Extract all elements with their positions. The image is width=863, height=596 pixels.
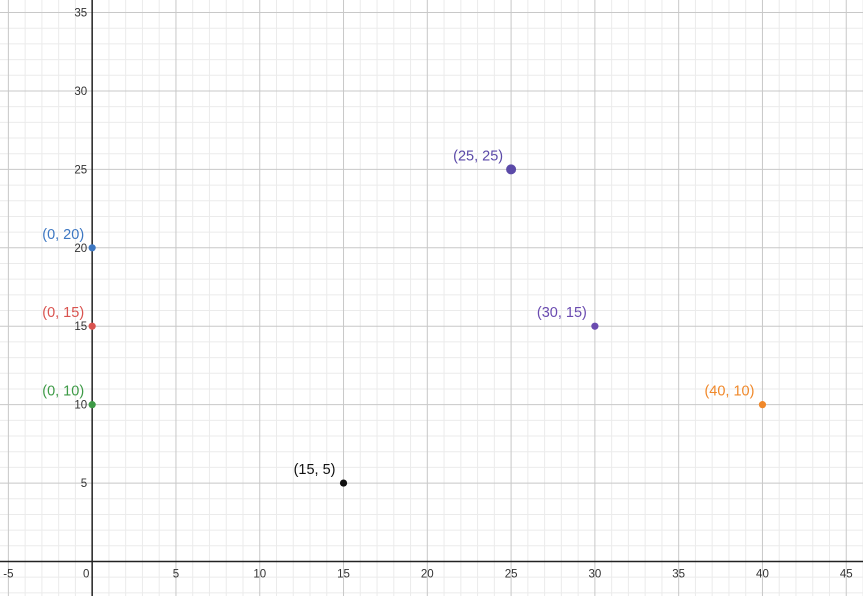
data-point-label: (25, 25)	[453, 148, 503, 164]
data-point-label: (15, 5)	[294, 462, 336, 478]
y-tick-label: 35	[74, 8, 87, 20]
x-tick-label: 40	[756, 568, 769, 580]
data-point[interactable]	[88, 322, 96, 330]
data-point-label: (0, 15)	[42, 305, 84, 321]
x-tick-label: 20	[421, 568, 434, 580]
y-tick-label: 15	[74, 321, 87, 333]
y-tick-label: 10	[74, 400, 87, 412]
data-point[interactable]	[591, 322, 599, 330]
data-point[interactable]	[88, 244, 96, 252]
y-tick-label: 25	[74, 164, 87, 176]
data-point-label: (0, 20)	[42, 227, 84, 243]
x-tick-label: 10	[253, 568, 266, 580]
data-point[interactable]	[506, 164, 517, 175]
x-tick-label: 35	[672, 568, 685, 580]
data-point[interactable]	[758, 401, 767, 409]
x-tick-label: 15	[337, 568, 350, 580]
data-point-label: (30, 15)	[537, 305, 587, 321]
x-tick-label: 5	[173, 568, 179, 580]
x-tick-label: 25	[505, 568, 518, 580]
data-points: (0, 20) (0, 15) (0, 10) (15, 5) (25, 25) (30,…	[42, 148, 767, 487]
x-tick-label: -5	[3, 568, 13, 580]
y-tick-label: 30	[74, 86, 87, 98]
x-tick-label: 0	[83, 568, 89, 580]
data-point-label: (0, 10)	[42, 384, 84, 400]
y-tick-label: 20	[74, 243, 87, 255]
data-point[interactable]	[339, 479, 348, 487]
data-point[interactable]	[88, 401, 96, 409]
x-tick-label: 30	[588, 568, 601, 580]
data-point-label: (40, 10)	[704, 384, 754, 400]
x-tick-label: 45	[840, 568, 853, 580]
tick-labels: -5 0 5 10 15 20 25 30 35 40 45 5 10 15 20 25 30 35	[3, 8, 852, 581]
y-tick-label: 5	[81, 478, 87, 490]
